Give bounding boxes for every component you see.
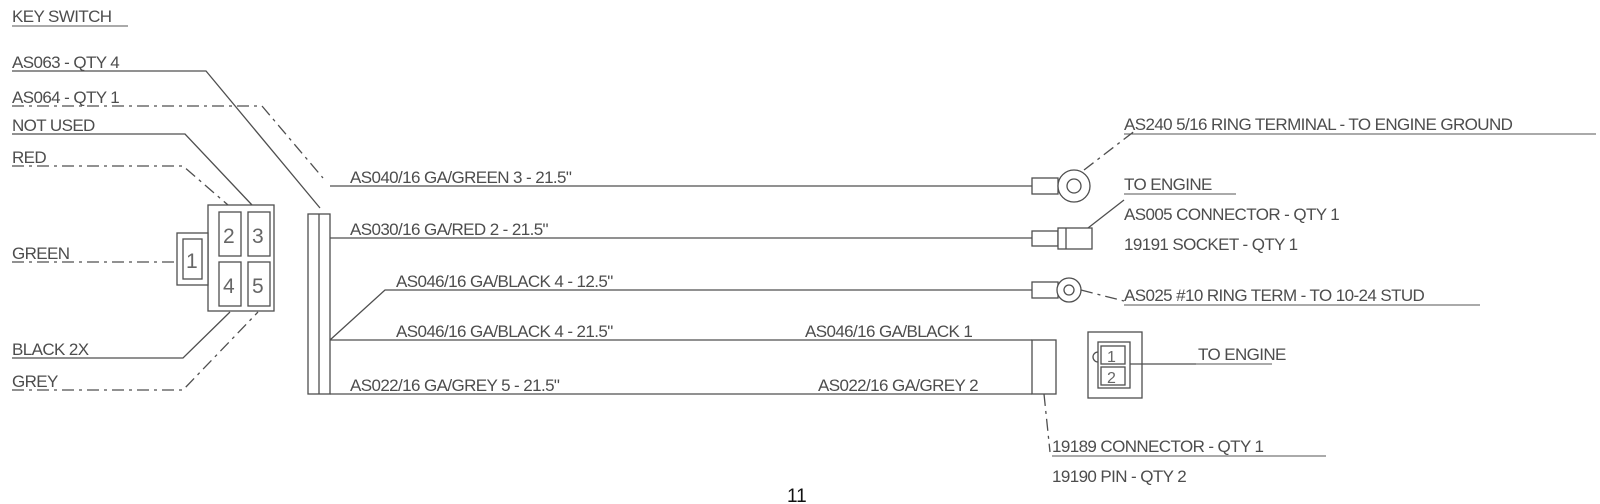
key-switch-connector: 1 2 3 4 5 <box>176 204 275 312</box>
wire-label-black-short: AS046/16 GA/BLACK 4 - 12.5" <box>396 272 613 291</box>
engine-pin-2: 2 <box>1107 370 1116 387</box>
key-switch-title: KEY SWITCH <box>12 7 111 26</box>
label-19191-socket: 19191 SOCKET - QTY 1 <box>1124 235 1298 254</box>
label-to-engine-1: TO ENGINE <box>1124 175 1212 194</box>
label-as064: AS064 - QTY 1 <box>12 88 119 107</box>
connector-19189 <box>1031 339 1057 395</box>
page-number: 11 <box>787 486 807 504</box>
label-19189-connector: 19189 CONNECTOR - QTY 1 <box>1052 437 1264 456</box>
key-switch-leaders <box>12 70 324 391</box>
ring-terminal-ground <box>1031 169 1091 203</box>
pin-3: 3 <box>252 225 264 248</box>
label-19190-pin: 19190 PIN - QTY 2 <box>1052 467 1186 486</box>
label-to-engine-2: TO ENGINE <box>1198 345 1286 364</box>
wire-label-black-end: AS046/16 GA/BLACK 1 <box>805 322 972 341</box>
label-ring-stud: AS025 #10 RING TERM - TO 10-24 STUD <box>1124 286 1425 305</box>
ring-terminal-stud <box>1031 277 1082 303</box>
label-as005-connector: AS005 CONNECTOR - QTY 1 <box>1124 205 1339 224</box>
pin-5: 5 <box>252 275 264 298</box>
harness-bundle <box>307 213 331 395</box>
pin-4: 4 <box>223 275 235 298</box>
label-ring-ground: AS240 5/16 RING TERMINAL - TO ENGINE GRO… <box>1124 115 1513 134</box>
wires <box>329 185 1032 395</box>
label-grey: GREY <box>12 372 58 391</box>
engine-connector: 1 2 <box>1087 331 1143 399</box>
wire-label-red: AS030/16 GA/RED 2 - 21.5" <box>350 220 549 239</box>
pin-2: 2 <box>223 225 235 248</box>
socket-terminal <box>1031 227 1093 250</box>
wire-label-grey: AS022/16 GA/GREY 5 - 21.5" <box>350 376 560 395</box>
wire-label-grey-end: AS022/16 GA/GREY 2 <box>818 376 978 395</box>
wire-label-green: AS040/16 GA/GREEN 3 - 21.5" <box>350 168 572 187</box>
label-green: GREEN <box>12 244 69 263</box>
label-not-used: NOT USED <box>12 116 95 135</box>
label-as063: AS063 - QTY 4 <box>12 53 119 72</box>
engine-pin-1: 1 <box>1107 349 1116 366</box>
label-red: RED <box>12 148 46 167</box>
pin-1: 1 <box>186 250 198 273</box>
label-black: BLACK 2X <box>12 340 89 359</box>
wire-label-black-long: AS046/16 GA/BLACK 4 - 21.5" <box>396 322 613 341</box>
